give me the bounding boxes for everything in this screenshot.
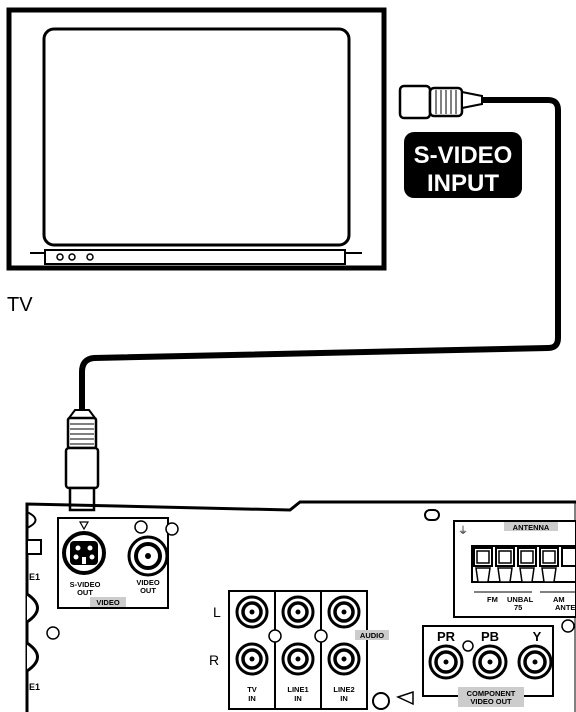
tv-screen bbox=[42, 27, 351, 247]
antenna-am-sub: ANTE bbox=[555, 603, 575, 612]
triangle-indicator-icon bbox=[395, 690, 414, 706]
triangle-indicator-icon bbox=[78, 521, 90, 531]
antenna-am-label: AM bbox=[553, 595, 565, 604]
component-jack-label: PR bbox=[437, 629, 456, 644]
callout-line2: INPUT bbox=[427, 170, 499, 197]
audio-section-label: AUDIO bbox=[360, 631, 384, 640]
ground-icon: ⏚ bbox=[458, 525, 468, 537]
tv-label: TV bbox=[7, 294, 33, 316]
antenna-fm-label: FM bbox=[487, 595, 498, 604]
svideo-out-label-1: S-VIDEO bbox=[70, 580, 101, 589]
video-out-label-1: VIDEO bbox=[136, 578, 160, 587]
audio-input-label-1: TV bbox=[247, 685, 257, 694]
mounting-hole bbox=[424, 509, 440, 521]
component-title-2: VIDEO OUT bbox=[470, 697, 512, 706]
tv-button-icon bbox=[86, 253, 94, 261]
svideo-cable bbox=[79, 97, 561, 412]
tv-button-icon bbox=[68, 253, 76, 261]
svideo-plug-receiver-end bbox=[64, 409, 100, 512]
channel-right-label: R bbox=[209, 652, 219, 668]
component-title-1: COMPONENT bbox=[467, 689, 516, 698]
audio-section bbox=[228, 590, 414, 710]
video-section-label-bg bbox=[90, 597, 126, 607]
partial-jack-label: E1 bbox=[29, 572, 40, 582]
svideo-input-callout bbox=[404, 132, 522, 198]
tv-set bbox=[6, 7, 387, 271]
video-section bbox=[57, 517, 179, 609]
tv-control-strip bbox=[44, 249, 346, 265]
component-video-section bbox=[422, 619, 575, 707]
component-title-bg bbox=[458, 687, 524, 707]
audio-input-label-1: LINE2 bbox=[333, 685, 354, 694]
component-jack-label: Y bbox=[533, 629, 542, 644]
callout-line1: S-VIDEO bbox=[414, 142, 513, 169]
video-out-label-2: OUT bbox=[140, 586, 156, 595]
channel-left-label: L bbox=[213, 604, 221, 620]
svideo-out-label-2: OUT bbox=[77, 588, 93, 597]
antenna-unbal-label: UNBAL bbox=[507, 595, 534, 604]
audio-input-label-2: IN bbox=[248, 694, 256, 703]
audio-input-label-2: IN bbox=[340, 694, 348, 703]
antenna-unbal-value: 75 bbox=[514, 603, 522, 612]
antenna-section: ⏚ bbox=[453, 520, 576, 618]
component-jack-label: PB bbox=[481, 629, 499, 644]
video-section-label: VIDEO bbox=[96, 598, 120, 607]
tv-button-icon bbox=[56, 253, 64, 261]
svideo-plug-tv-end bbox=[398, 84, 483, 120]
antenna-title: ANTENNA bbox=[513, 523, 550, 532]
audio-section-label-bg bbox=[355, 630, 389, 640]
audio-input-label-2: IN bbox=[294, 694, 302, 703]
antenna-title-bg bbox=[504, 522, 558, 531]
audio-input-label-1: LINE1 bbox=[287, 685, 308, 694]
partial-jack-label: E1 bbox=[29, 682, 40, 692]
